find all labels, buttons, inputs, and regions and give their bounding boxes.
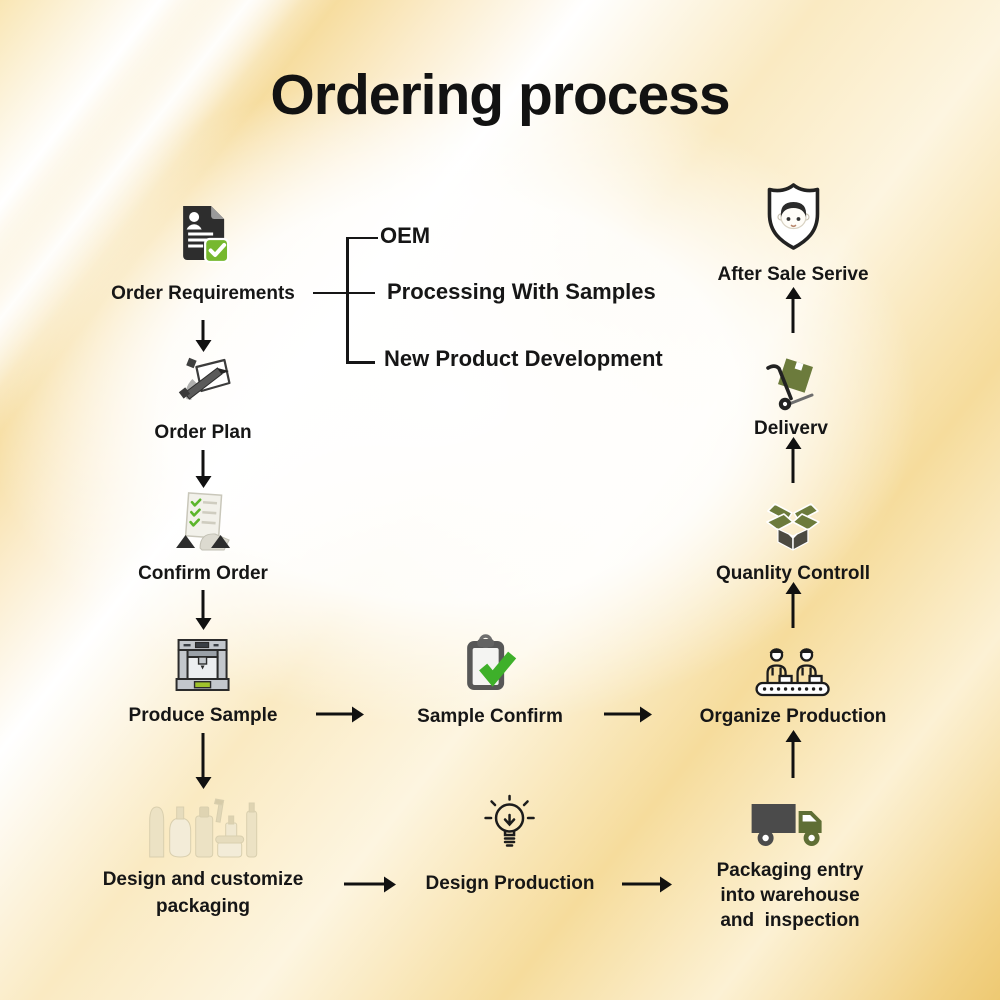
node-label-quality-control: Quanlity Controll <box>715 563 871 584</box>
node-packaging-entry: Packaging entry into warehouse and inspe… <box>717 800 864 933</box>
node-label-produce-sample: Produce Sample <box>128 705 278 726</box>
production-machine-icon <box>174 636 232 694</box>
node-sample-confirm: Sample Confirm <box>417 634 563 729</box>
arrow-produce-sample-to-design-customize <box>201 733 205 777</box>
arrow-delivery-to-after-sale <box>791 299 795 333</box>
node-label-organize-production: Organize Production <box>699 706 887 727</box>
node-label-order-requirements: Order Requirements <box>111 283 295 304</box>
arrow-packaging-entry-to-organize-production <box>791 742 795 778</box>
arrow-sample-confirm-to-organize-production <box>604 712 640 716</box>
node-organize-production: Organize Production <box>699 640 887 729</box>
design-customize-line1: Design and customize <box>102 869 304 890</box>
node-quality-control: Quanlity Controll <box>716 500 870 586</box>
delivery-truck-icon <box>749 800 831 850</box>
node-confirm-order: Confirm Order <box>138 490 268 586</box>
branch-label-oem: OEM <box>380 223 431 248</box>
document-person-check-icon <box>177 203 230 264</box>
packaging-entry-line1: Packaging entry <box>716 860 864 881</box>
arrow-order-plan-to-confirm-order <box>201 450 205 476</box>
branch-label-processing-with-samples: Processing With Samples <box>387 279 656 304</box>
branch-tick-new-product <box>346 361 375 364</box>
branch-stub-line <box>313 291 348 295</box>
node-order-plan: Order Plan <box>154 352 252 445</box>
node-delivery: Deliverv <box>754 355 828 441</box>
arrow-order-requirements-to-order-plan <box>201 320 205 340</box>
node-label-delivery: Deliverv <box>754 418 828 439</box>
cosmetic-bottles-icon <box>146 796 260 858</box>
arrow-confirm-order-to-produce-sample <box>201 590 205 618</box>
node-label-confirm-order: Confirm Order <box>138 563 268 584</box>
node-design-customize-packaging: Design and customize packaging <box>103 796 304 920</box>
branch-tick-oem <box>346 236 378 240</box>
arrow-quality-control-to-delivery <box>791 449 795 483</box>
arrow-design-production-to-packaging-entry <box>622 882 660 886</box>
node-order-requirements: Order Requirements <box>111 203 295 306</box>
lightbulb-icon <box>479 793 541 859</box>
checklist-hands-icon <box>172 490 234 552</box>
hand-truck-icon <box>762 355 820 413</box>
node-label-packaging-entry: Packaging entry into warehouse and inspe… <box>717 858 864 933</box>
node-label-after-sale: After Sale Serive <box>717 264 869 285</box>
node-label-design-production: Design Production <box>425 873 595 894</box>
arrow-produce-sample-to-sample-confirm <box>316 712 352 716</box>
arrow-design-customize-to-design-production <box>344 882 384 886</box>
branch-vertical-line <box>346 236 349 364</box>
page-title: Ordering process <box>270 63 730 127</box>
branch-tick-processing <box>346 291 375 295</box>
workers-conveyor-icon <box>753 640 833 698</box>
node-after-sale-service: After Sale Serive <box>717 181 869 287</box>
shield-person-icon <box>760 181 826 253</box>
pencil-paper-icon <box>174 352 232 410</box>
arrow-organize-production-to-quality-control <box>791 594 795 628</box>
packaging-entry-line3: and inspection <box>720 910 860 931</box>
node-design-production: Design Production <box>425 793 595 896</box>
open-box-icon <box>764 500 822 554</box>
clipboard-check-icon <box>461 634 519 696</box>
node-produce-sample: Produce Sample <box>128 636 278 728</box>
packaging-entry-line2: into warehouse <box>720 885 860 906</box>
node-label-design-customize: Design and customize packaging <box>103 866 304 920</box>
design-customize-line2: packaging <box>156 896 250 917</box>
branch-label-new-product-development: New Product Development <box>384 346 663 371</box>
node-label-order-plan: Order Plan <box>154 422 252 443</box>
node-label-sample-confirm: Sample Confirm <box>417 706 563 727</box>
